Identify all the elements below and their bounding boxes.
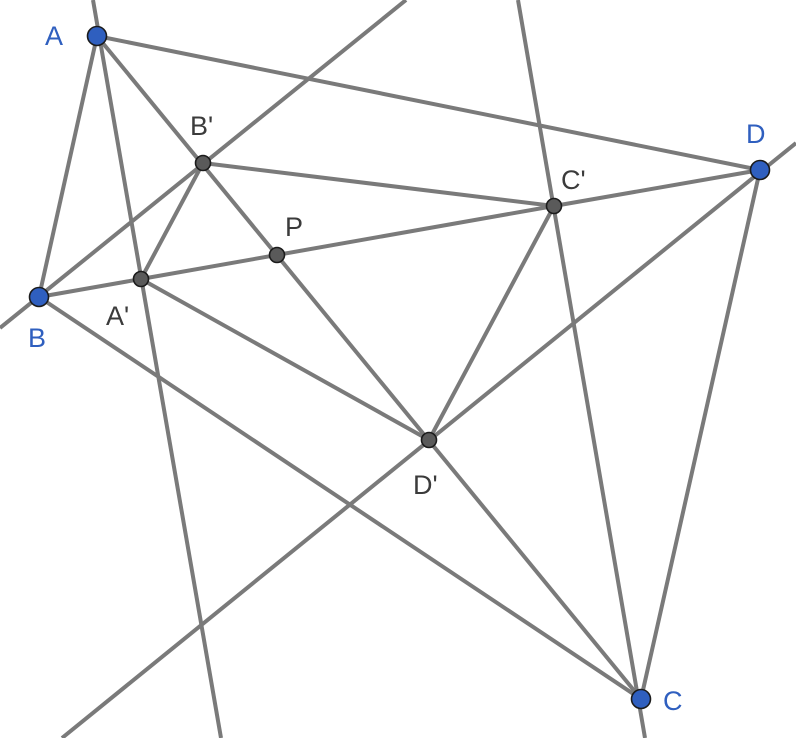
segment-ad[interactable] [96,34,761,172]
segment-b-a-prime[interactable] [38,277,142,299]
point-d-prime[interactable] [420,431,438,449]
segment-a-b-prime-d-prime-c[interactable] [95,34,643,701]
segment-dc[interactable] [639,169,762,700]
point-b[interactable] [28,286,50,308]
point-b-prime[interactable] [194,154,212,172]
segment-c-prime-d[interactable] [553,168,761,208]
line-through-a-and-a-prime[interactable] [91,0,223,738]
points-layer [28,25,771,710]
point-a[interactable] [86,25,108,47]
label-c: C [663,686,683,716]
segment-a-prime-p-c-prime[interactable] [140,204,555,281]
label-d-prime: D' [413,470,438,500]
label-d: D [746,119,766,149]
segment-cb[interactable] [37,295,643,701]
point-d[interactable] [749,159,771,181]
segment-c-prime-d-prime[interactable] [427,205,556,441]
line-through-c-and-c-prime[interactable] [516,0,647,738]
point-a-prime[interactable] [132,270,150,288]
label-p: P [285,212,303,242]
segment-a-prime-d-prime[interactable] [140,277,430,442]
label-b: B [28,323,46,353]
labels-layer: A B C D A' B' C' D' P [28,21,766,716]
segment-b-prime-c-prime[interactable] [202,161,555,208]
label-a: A [45,21,63,51]
label-b-prime: B' [190,111,213,141]
segment-ba[interactable] [37,35,99,298]
point-c-prime[interactable] [545,197,563,215]
point-c[interactable] [630,688,652,710]
segment-a-prime-b-prime[interactable] [139,162,205,280]
point-p[interactable] [268,246,286,264]
label-a-prime: A' [106,301,129,331]
label-c-prime: C' [561,165,586,195]
